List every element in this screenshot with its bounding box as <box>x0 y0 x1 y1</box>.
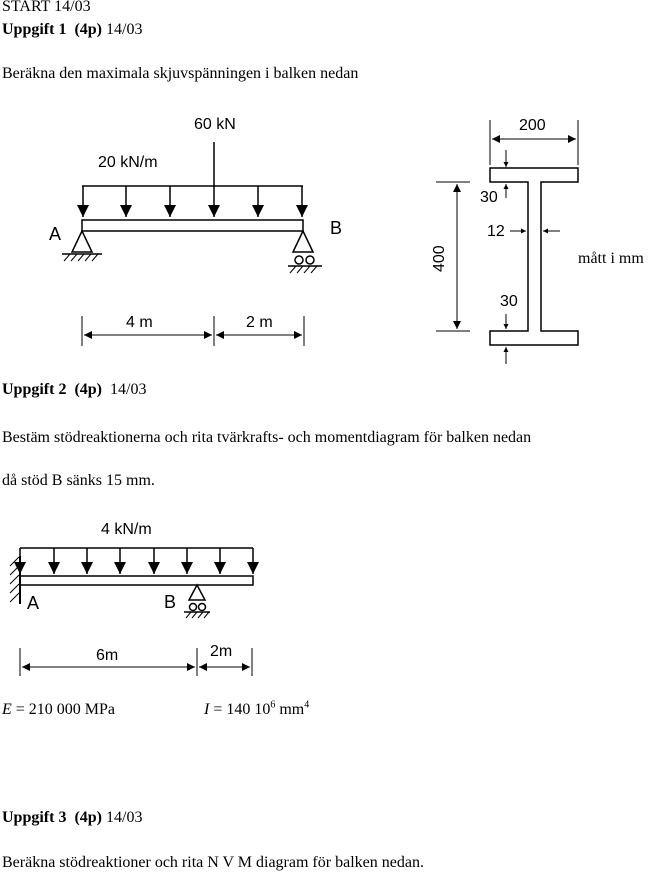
distributed-load-label-2: 4 kN/m <box>101 521 152 538</box>
task2-text-line1: Bestäm stödreaktionerna och rita tvärkra… <box>2 429 532 446</box>
i-exponent: 6 <box>270 699 276 711</box>
modulus-formula: E = 210 000 MPa <box>2 700 115 720</box>
support-a-triangle <box>70 229 94 253</box>
task2-title: Uppgift 2 <box>2 381 67 398</box>
section-height-label: 400 <box>431 245 448 272</box>
task1-heading: Uppgift 1 (4p) 14/03 <box>2 20 142 40</box>
i-symbol: I <box>204 701 210 718</box>
section-web-label: 12 <box>487 223 505 240</box>
e-symbol: E <box>2 701 12 718</box>
i-unit: mm <box>275 701 305 718</box>
i-section-outline <box>489 167 579 346</box>
inertia-formula: I = 140 106 mm4 <box>204 700 309 720</box>
task1-points: (4p) <box>74 21 103 38</box>
task1-text: Beräkna den maximala skjuvspänningen i b… <box>2 65 359 82</box>
i-value: = 140 10 <box>209 701 271 718</box>
support-b2-roller-right <box>197 602 207 612</box>
i-section-figure <box>436 120 579 364</box>
task1-title: Uppgift 1 <box>2 21 67 38</box>
task3-title: Uppgift 3 <box>2 809 67 826</box>
beam <box>81 219 304 232</box>
task1-date: 14/03 <box>106 21 143 38</box>
task2-heading: Uppgift 2 (4p) 14/03 <box>2 380 146 400</box>
support-b2-roller-left <box>188 602 198 612</box>
support-b2-label: B <box>164 592 176 612</box>
task3-points: (4p) <box>74 809 103 826</box>
task2-beam-figure <box>9 547 259 676</box>
point-load-label: 60 kN <box>194 116 236 133</box>
beam-2 <box>19 575 254 586</box>
unit-note: mått i mm <box>578 250 644 267</box>
distributed-load-arrows <box>77 186 308 217</box>
header-text: START 14/03 <box>2 0 91 15</box>
support-b-roller-left <box>294 255 304 265</box>
dim-right-label-2: 2m <box>210 643 232 660</box>
dim-right-label: 2 m <box>246 314 273 331</box>
support-a2-label: A <box>27 593 39 613</box>
support-b-triangle <box>291 229 315 253</box>
section-flange-bottom-label: 30 <box>500 293 518 310</box>
support-b-roller-right <box>305 255 315 265</box>
support-a-label: A <box>49 224 61 244</box>
section-width-label: 200 <box>519 117 546 134</box>
dim-left-label-2: 6m <box>96 647 118 664</box>
i-unit-exponent: 4 <box>304 699 310 711</box>
task2-text-line2: då stöd B sänks 15 mm. <box>2 472 155 489</box>
task3-heading: Uppgift 3 (4p) 14/03 <box>2 808 142 828</box>
distributed-load-arrows-2 <box>13 548 259 574</box>
support-b2-triangle <box>187 583 207 601</box>
task1-beam-figure <box>62 142 322 346</box>
e-value: = 210 000 MPa <box>11 701 116 718</box>
support-b-label: B <box>330 218 342 238</box>
task3-text: Beräkna stödreaktioner och rita N V M di… <box>2 854 424 871</box>
dim-left-label: 4 m <box>126 314 153 331</box>
task3-date: 14/03 <box>106 809 143 826</box>
task2-date: 14/03 <box>110 381 147 398</box>
distributed-load-label: 20 kN/m <box>98 154 158 171</box>
task2-points: (4p) <box>74 381 103 398</box>
section-flange-top-label: 30 <box>480 189 498 206</box>
